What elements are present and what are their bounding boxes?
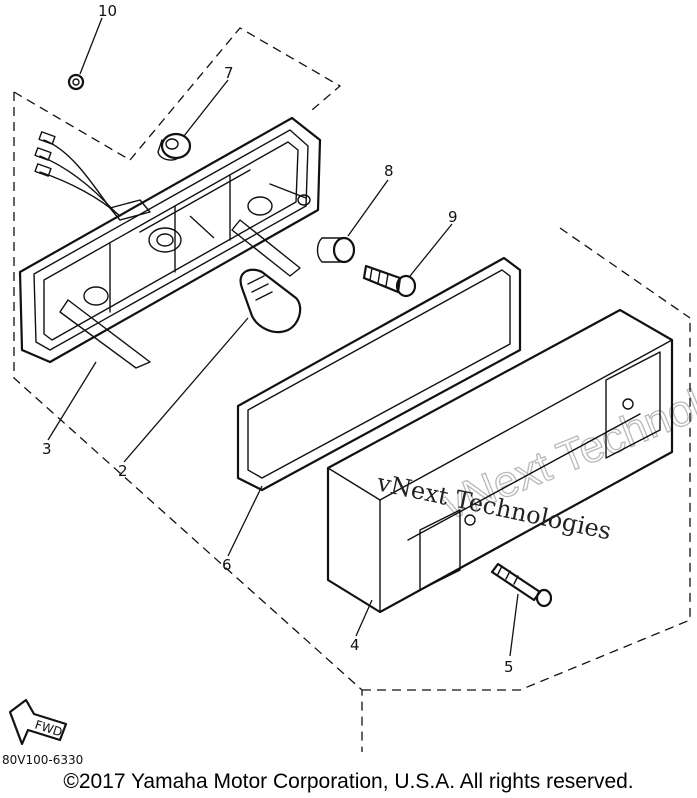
callout-6: 6: [222, 556, 232, 574]
forward-arrow-icon: FWD: [8, 698, 68, 746]
tail-light-housing: [18, 116, 322, 369]
callout-3: 3: [42, 440, 52, 458]
screw: [362, 264, 417, 298]
grommet: [157, 132, 192, 161]
gasket: [236, 256, 522, 492]
callout-9: 9: [448, 208, 458, 226]
callout-2: 2: [118, 462, 128, 480]
copyright-notice: ©2017 Yamaha Motor Corporation, U.S.A. A…: [63, 770, 634, 793]
lens-screw: [490, 562, 553, 608]
callout-8: 8: [384, 162, 394, 180]
nut: [67, 73, 85, 91]
diagram-code: 80V100-6330: [2, 753, 83, 767]
callout-4: 4: [350, 636, 360, 654]
leader-lines: [47, 17, 519, 657]
callout-numbers: 10 7 8 9 3 2 6 4 5: [42, 2, 514, 676]
callout-10: 10: [98, 2, 117, 20]
bulb: [239, 268, 302, 334]
assembly-boundary: [13, 27, 691, 752]
collar: [316, 236, 356, 264]
lens: [326, 308, 674, 614]
callout-7: 7: [224, 64, 234, 82]
callout-5: 5: [504, 658, 514, 676]
